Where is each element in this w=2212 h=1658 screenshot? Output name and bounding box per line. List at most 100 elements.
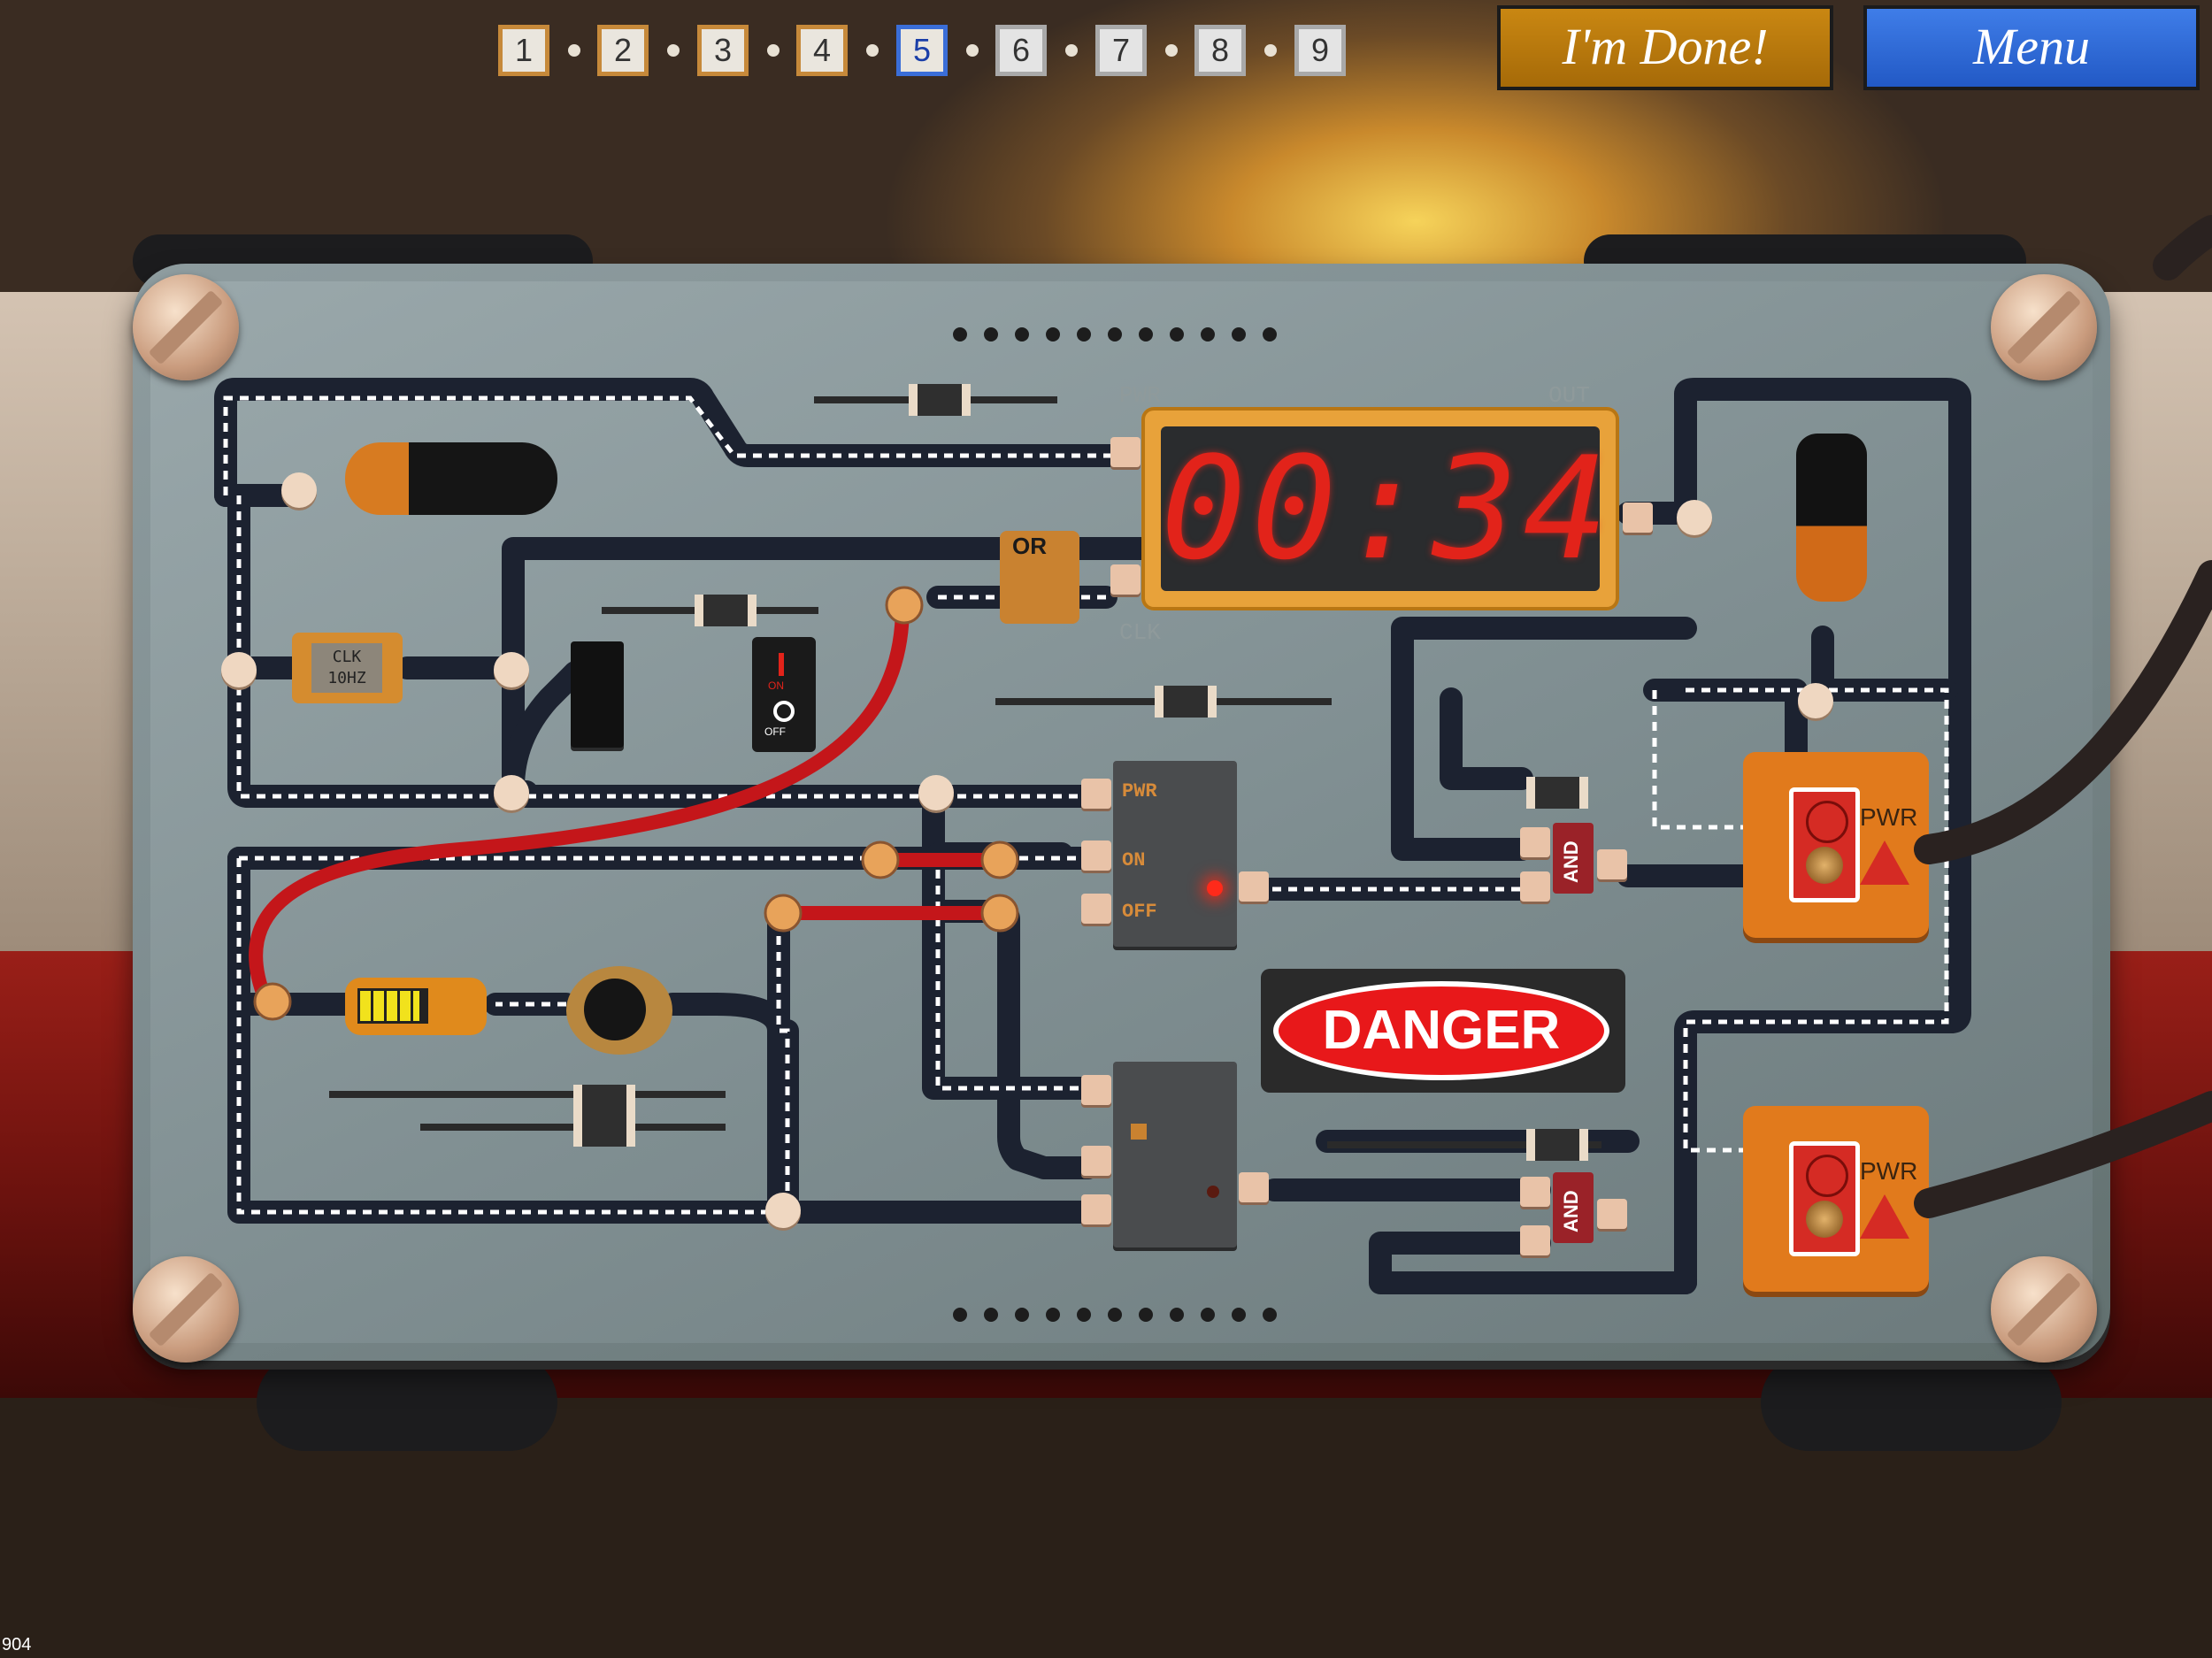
junction-node	[494, 775, 529, 810]
power-switch[interactable]: ON OFF	[752, 637, 816, 752]
latch-pad	[1081, 841, 1111, 871]
vent-hole	[1015, 1308, 1029, 1322]
buzzer-component	[1796, 434, 1867, 602]
latch-led-off	[1207, 1186, 1219, 1198]
level-button-4[interactable]: 4	[796, 25, 848, 76]
level-separator	[966, 44, 979, 57]
junction-node	[765, 1193, 801, 1228]
vent-hole	[1077, 327, 1091, 342]
level-button-9[interactable]: 9	[1294, 25, 1346, 76]
clock-chip: CLK 10HZ	[292, 633, 403, 703]
diode-component	[1526, 777, 1588, 809]
warning-light-top: PWR	[1743, 752, 1929, 938]
vent-hole	[1139, 1308, 1153, 1322]
battery-meter	[357, 988, 428, 1024]
and-gate-bottom: AND	[1553, 1172, 1594, 1243]
warning-light-bottom-face	[1789, 1141, 1860, 1256]
and-gate-top: AND	[1553, 823, 1594, 894]
vent-hole	[1108, 1308, 1122, 1322]
level-separator	[1065, 44, 1078, 57]
vent-hole	[1232, 1308, 1246, 1322]
switch-on-mark	[779, 653, 784, 676]
warning-triangle-icon	[1860, 841, 1909, 885]
level-separator	[1165, 44, 1178, 57]
level-button-8[interactable]: 8	[1194, 25, 1246, 76]
level-button-3[interactable]: 3	[697, 25, 749, 76]
red-bulb-icon	[1806, 801, 1848, 843]
screw-bottom-right	[1991, 1256, 2097, 1362]
junction-node	[494, 652, 529, 687]
vent-hole	[1046, 1308, 1060, 1322]
battery-component	[345, 978, 487, 1035]
latch-chip-bottom	[1113, 1062, 1237, 1247]
transistor-component	[571, 641, 624, 748]
bracket-bottom-right	[1761, 1354, 2062, 1451]
timer-label-out: OUT	[1548, 382, 1590, 409]
potentiometer-knob[interactable]	[584, 979, 646, 1040]
level-button-2[interactable]: 2	[597, 25, 649, 76]
clock-chip-label: CLK 10HZ	[311, 643, 382, 693]
timer-display: 00:34	[1161, 426, 1614, 591]
amber-bulb-icon	[1806, 847, 1843, 884]
latch-chip-top: PWR ON OFF	[1113, 761, 1237, 947]
warning-light-top-label: PWR	[1860, 803, 1918, 831]
level-button-6[interactable]: 6	[995, 25, 1047, 76]
capacitor-component	[345, 442, 557, 515]
diode-lead	[420, 1124, 726, 1131]
vent-hole	[953, 327, 967, 342]
junction-node	[918, 775, 954, 810]
diode-lead	[1327, 1141, 1601, 1148]
menu-button[interactable]: Menu	[1863, 5, 2200, 90]
corner-number: 904	[2, 1635, 32, 1654]
vent-hole	[1201, 1308, 1215, 1322]
diode-component	[1526, 1129, 1588, 1161]
level-button-5[interactable]: 5	[896, 25, 948, 76]
danger-sign: DANGER	[1261, 969, 1625, 1093]
diode-component	[1155, 686, 1217, 718]
vent-hole	[1139, 327, 1153, 342]
warning-triangle-icon	[1860, 1194, 1909, 1239]
vent-hole	[984, 327, 998, 342]
vent-hole	[1232, 327, 1246, 342]
timer-pad-clk	[1110, 564, 1141, 595]
screw-top-left	[133, 274, 239, 380]
latch-pad	[1081, 1075, 1111, 1105]
timer-label-pwr: PWR	[1119, 382, 1161, 409]
im-done-button[interactable]: I'm Done!	[1497, 5, 1833, 90]
vent-hole	[1201, 327, 1215, 342]
latch-led-on	[1207, 880, 1223, 896]
and-pad	[1597, 1199, 1627, 1229]
or-gate: OR	[1000, 531, 1079, 624]
and-pad	[1520, 827, 1550, 857]
junction-node	[281, 472, 317, 508]
and-pad	[1520, 1225, 1550, 1255]
level-separator	[1264, 44, 1277, 57]
vent-hole	[984, 1308, 998, 1322]
switch-on-label: ON	[768, 679, 784, 692]
vent-hole	[1263, 327, 1277, 342]
diode-component	[909, 384, 971, 416]
latch-off-label: OFF	[1122, 901, 1157, 923]
level-button-7[interactable]: 7	[1095, 25, 1147, 76]
danger-label: DANGER	[1273, 981, 1609, 1080]
screw-top-right	[1991, 274, 2097, 380]
timer-pad-out	[1623, 503, 1653, 533]
switch-off-mark	[773, 701, 795, 722]
switch-off-label: OFF	[764, 725, 786, 738]
vent-hole	[1077, 1308, 1091, 1322]
vent-hole	[1108, 327, 1122, 342]
timer-label-clk: CLK	[1119, 619, 1161, 646]
level-separator	[767, 44, 780, 57]
junction-node	[1677, 500, 1712, 535]
level-button-1[interactable]: 1	[498, 25, 549, 76]
and-pad	[1597, 849, 1627, 879]
vent-hole	[1170, 1308, 1184, 1322]
diode-component	[695, 595, 757, 626]
level-separator	[667, 44, 680, 57]
warning-light-bottom: PWR	[1743, 1106, 1929, 1292]
diode-component	[573, 1085, 635, 1147]
junction-node	[221, 652, 257, 687]
screw-bottom-left	[133, 1256, 239, 1362]
level-separator	[568, 44, 580, 57]
